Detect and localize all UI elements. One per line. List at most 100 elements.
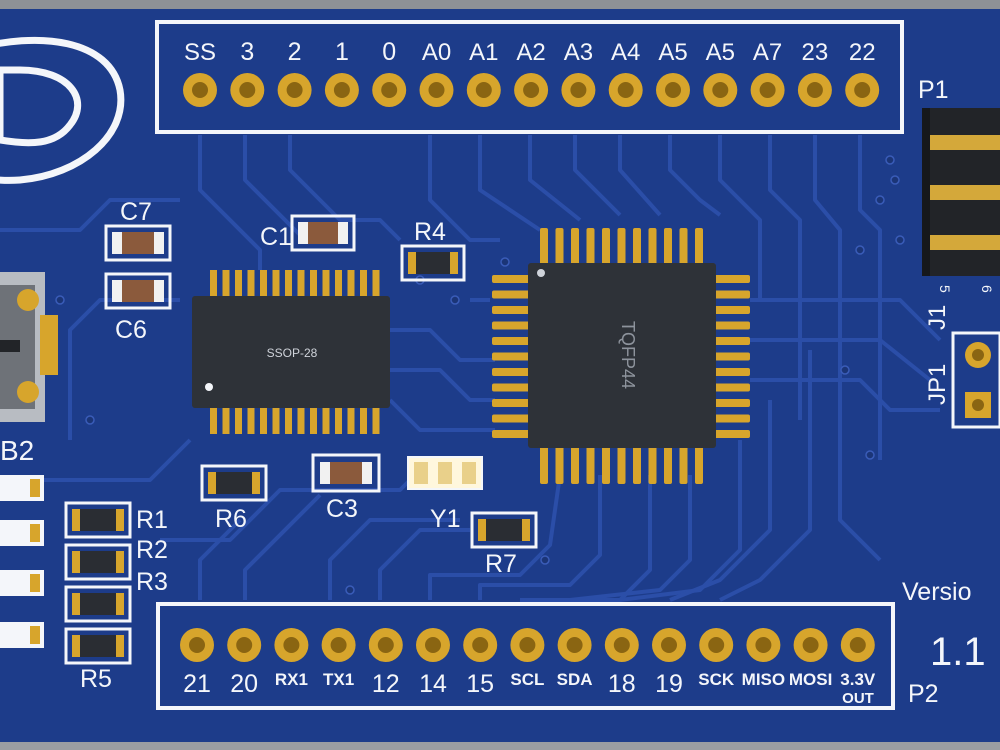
tqfp-ic-lead bbox=[586, 228, 595, 266]
ssop-ic-lead bbox=[297, 404, 305, 434]
tqfp-ic-lead bbox=[492, 275, 530, 283]
tqfp-ic-lead bbox=[664, 446, 672, 484]
tqfp-ic-lead bbox=[492, 321, 530, 330]
right-header-pin-5-label: 5 bbox=[937, 285, 953, 293]
crystal-y1 bbox=[407, 456, 483, 490]
resistor-r6 bbox=[200, 464, 268, 502]
ssop-ic-lead bbox=[210, 404, 217, 434]
top-header-pin-hole bbox=[286, 82, 303, 98]
top-header-pins bbox=[183, 73, 880, 107]
top-header-pin-hole bbox=[806, 82, 823, 98]
tqfp-ic-lead bbox=[492, 352, 530, 361]
version-label: Versio bbox=[902, 578, 971, 606]
ssop-ic-lead bbox=[247, 270, 255, 300]
connector-j1-label: J1 bbox=[924, 305, 951, 330]
capacitor-c7-label: C7 bbox=[120, 198, 152, 226]
bottom-header-pin-hole bbox=[189, 637, 205, 653]
top-header-pin-label: 23 bbox=[802, 39, 829, 66]
bottom-header-outline bbox=[156, 602, 895, 710]
bottom-header-pin-hole bbox=[755, 637, 772, 653]
jumper-jp1-outline bbox=[951, 331, 1000, 429]
capacitor-c1-label: C1 bbox=[260, 223, 292, 251]
top-header-pin-hole bbox=[192, 82, 208, 98]
bottom-header-pin-label: TX1 bbox=[323, 670, 354, 689]
tqfp-ic-lead bbox=[695, 228, 703, 266]
resistor-r4 bbox=[400, 244, 466, 282]
ssop-ic-lead bbox=[285, 404, 292, 434]
resistor-r4-label: R4 bbox=[414, 218, 446, 246]
bottom-header-pin-label: SCL bbox=[510, 670, 544, 689]
bottom-header-pin-hole bbox=[236, 637, 253, 653]
tqfp-ic-lead bbox=[714, 275, 750, 283]
bottom-header-pin-hole bbox=[330, 637, 347, 653]
capacitor-c3-label: C3 bbox=[326, 495, 358, 523]
ssop-ic-body bbox=[192, 296, 390, 408]
top-header-pin-hole bbox=[475, 82, 492, 98]
bottom-header-pin-hole bbox=[377, 637, 394, 653]
ssop-ic-lead bbox=[235, 270, 242, 300]
ssop-ic-lead bbox=[235, 404, 242, 434]
ssop-ic-lead bbox=[285, 270, 292, 300]
top-header-pin-label: 2 bbox=[288, 38, 302, 66]
resistor-r1-label: R1 bbox=[136, 506, 168, 534]
ssop-ic-lead bbox=[372, 404, 380, 434]
ssop-ic-lead bbox=[210, 270, 217, 300]
top-header-pin-hole bbox=[381, 82, 398, 98]
top-header-pin-label: 3 bbox=[240, 38, 254, 66]
tqfp-ic-lead bbox=[492, 414, 530, 423]
tqfp-ic-lead bbox=[679, 446, 688, 484]
ssop-ic-lead bbox=[335, 404, 342, 434]
capacitor-c3 bbox=[311, 453, 381, 493]
tqfp-ic-lead bbox=[540, 446, 548, 484]
bottom-header-pin-label: 14 bbox=[419, 670, 447, 698]
top-header-pin-label: A2 bbox=[516, 39, 545, 66]
resistor-r1 bbox=[64, 501, 132, 539]
tqfp-ic-lead bbox=[664, 228, 672, 266]
capacitor-c6 bbox=[104, 272, 172, 310]
resistor-r2-label: R2 bbox=[136, 536, 168, 564]
ssop-ic-lead bbox=[347, 270, 355, 300]
tqfp-ic-lead bbox=[714, 399, 750, 407]
tqfp-ic-lead bbox=[679, 228, 688, 266]
ssop-ic-lead bbox=[222, 270, 230, 300]
bottom-header-pin-label: 20 bbox=[230, 670, 258, 698]
bottom-header-pin-label: SDA bbox=[557, 670, 593, 689]
bottom-header-pin-hole bbox=[802, 637, 819, 653]
bottom-header-pin-hole bbox=[661, 637, 677, 653]
capacitor-c1 bbox=[290, 214, 356, 252]
tqfp-ic-lead bbox=[492, 337, 530, 345]
bottom-header-pin-hole bbox=[708, 637, 725, 653]
usb-label: B2 bbox=[0, 435, 34, 466]
bottom-header-pin-label: SCK bbox=[698, 670, 735, 689]
capacitor-c6-label: C6 bbox=[115, 316, 147, 344]
jumper-jp1-pad-1-hole bbox=[972, 349, 984, 361]
resistor-r2 bbox=[64, 543, 132, 581]
top-header-pin-label: A5 bbox=[658, 39, 687, 66]
top-header-pin-hole bbox=[428, 82, 445, 98]
resistor-r7 bbox=[470, 511, 538, 549]
resistor-r3 bbox=[64, 585, 132, 623]
tqfp-ic-pin1-dot bbox=[537, 269, 545, 277]
bottom-header-pin-label: 15 bbox=[466, 670, 494, 698]
tqfp-ic-lead bbox=[714, 414, 750, 423]
tqfp-ic-lead bbox=[648, 228, 657, 266]
top-header-pin-label: SS bbox=[184, 39, 216, 66]
right-header-connector bbox=[922, 108, 1000, 276]
ssop-ic-lead bbox=[297, 270, 305, 300]
ssop-ic-lead bbox=[222, 404, 230, 434]
top-header-pin-hole bbox=[617, 82, 634, 98]
top-header-pin-hole bbox=[570, 82, 587, 98]
bottom-header-pin-hole bbox=[613, 637, 630, 653]
tqfp-ic-lead bbox=[555, 446, 564, 484]
bottom-header-pin-label: RX1 bbox=[275, 670, 308, 689]
bottom-header-pin-hole bbox=[425, 637, 441, 653]
top-header-pin-label: A3 bbox=[564, 39, 593, 66]
usb-connector bbox=[0, 272, 58, 422]
top-header-pin-label: 22 bbox=[849, 39, 876, 66]
top-header-pin-hole bbox=[665, 82, 681, 98]
tqfp-ic-lead bbox=[633, 228, 641, 266]
tqfp-ic-lead bbox=[714, 306, 750, 314]
tqfp-ic-lead bbox=[492, 399, 530, 407]
tqfp-ic-lead bbox=[571, 228, 579, 266]
